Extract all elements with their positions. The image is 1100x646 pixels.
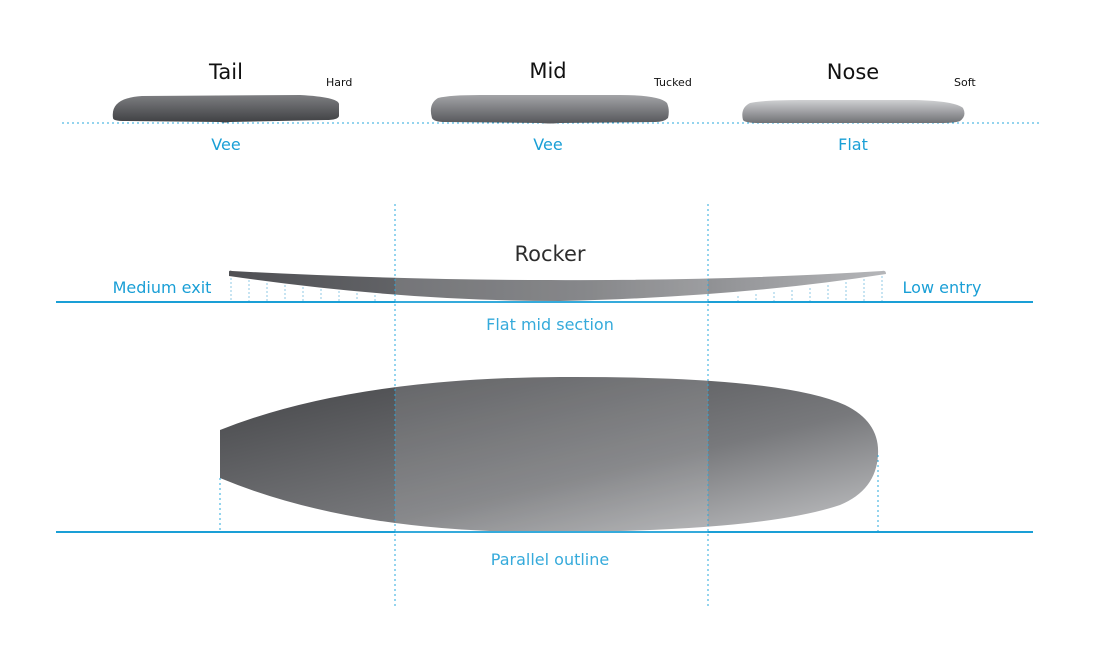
- tail-title: Tail: [208, 60, 243, 84]
- rocker-entry-label: Low entry: [903, 278, 982, 297]
- rocker-exit-label: Medium exit: [113, 278, 212, 297]
- cross-sections: Tail Hard Vee Mid Tucked Vee Nose Soft F…: [62, 59, 1040, 154]
- tail-section: Tail Hard Vee: [112, 60, 352, 154]
- mid-cross-section-shape: [430, 95, 669, 124]
- outline-section: Parallel outline: [56, 376, 1033, 569]
- rocker-ticks: [230, 276, 883, 301]
- mid-title: Mid: [529, 59, 566, 83]
- rocker-mid-label: Flat mid section: [486, 315, 614, 334]
- rocker-profile-shape: [229, 270, 886, 301]
- outline-label: Parallel outline: [491, 550, 609, 569]
- nose-title: Nose: [827, 60, 879, 84]
- rocker-title: Rocker: [514, 242, 585, 266]
- mid-section-overlay: [395, 204, 708, 608]
- mid-bottom-label: Vee: [533, 135, 562, 154]
- rocker-section: Rocker Medium exit Low entry Flat mid se…: [56, 242, 1033, 334]
- tail-cross-section-shape: [112, 95, 339, 123]
- mid-section-highlight: [394, 204, 709, 608]
- mid-rail-label: Tucked: [653, 76, 692, 89]
- board-outline-shape: [220, 376, 879, 532]
- tail-rail-label: Hard: [326, 76, 352, 89]
- tail-bottom-label: Vee: [211, 135, 240, 154]
- nose-rail-label: Soft: [954, 76, 976, 89]
- nose-cross-section-shape: [742, 100, 965, 123]
- mid-section: Mid Tucked Vee: [430, 59, 692, 154]
- nose-bottom-label: Flat: [838, 135, 868, 154]
- nose-section: Nose Soft Flat: [742, 60, 976, 154]
